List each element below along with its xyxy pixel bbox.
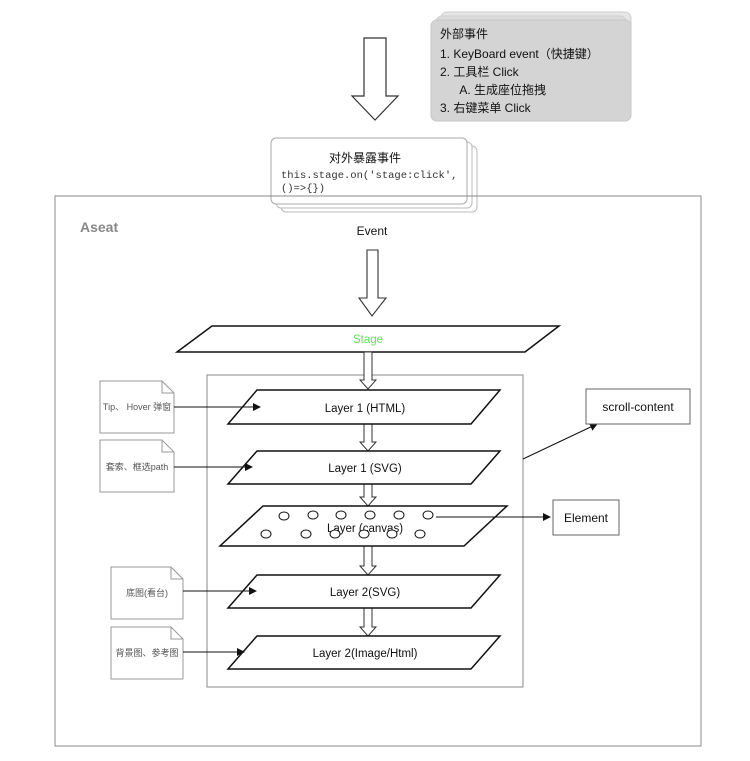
note-base-map: 底图(看台) [110,566,184,620]
exposed-events-code: ()=>{}) [281,183,325,195]
event-label: Event [357,224,388,238]
scroll-content-label: scroll-content [602,400,674,414]
stage-label: Stage [353,334,383,346]
layer-svg-1 [226,450,502,485]
exposed-events-card: 对外暴露事件 this.stage.on('stage:click', ()=>… [270,137,478,213]
external-events-title: 外部事件 [440,26,488,41]
layer-image-html [226,635,502,670]
note-tip-hover: Tip、 Hover 弹窗 [99,380,175,434]
layer-label: Layer 2(SVG) [330,587,400,599]
event-down-arrow [357,249,388,317]
layer-canvas [218,505,509,547]
layer-label: Layer (canvas) [327,523,403,535]
layer-label: Layer 1 (SVG) [328,463,402,475]
element-label: Element [564,511,609,525]
exposed-events-code: this.stage.on('stage:click', [281,170,457,182]
canvas-seat-circles [260,510,434,539]
external-event-item: 3. 右键菜单 Click [440,100,532,115]
note-label: 套索、框选path [106,461,169,472]
layer-connectors [358,351,378,637]
element-box [552,499,620,536]
external-events-note: 外部事件 1. KeyBoard event（快捷键） 2. 工具栏 Click… [430,11,632,122]
note-label: 背景图、参考图 [115,647,178,658]
layer-html [226,389,502,425]
top-down-arrow [350,37,400,121]
exposed-events-title: 对外暴露事件 [329,151,401,165]
external-event-item: A. 生成座位拖拽 [450,82,546,97]
note-arrows [174,403,598,656]
layer-label: Layer 1 (HTML) [325,403,406,415]
layer-label: Layer 2(Image/Html) [313,648,418,660]
external-event-item: 1. KeyBoard event（快捷键） [440,47,599,61]
stage-plane [174,325,562,353]
note-label: Tip、 Hover 弹窗 [103,401,171,412]
external-event-item: 2. 工具栏 Click [440,64,520,79]
aseat-title: Aseat [80,219,118,235]
note-label: 底图(看台) [126,587,168,598]
layer-svg-2 [226,574,502,609]
note-background-image: 背景图、参考图 [110,626,184,680]
aseat-container [54,195,702,747]
scroll-content-box [585,388,691,425]
note-lasso-path: 套索、框选path [99,439,175,493]
